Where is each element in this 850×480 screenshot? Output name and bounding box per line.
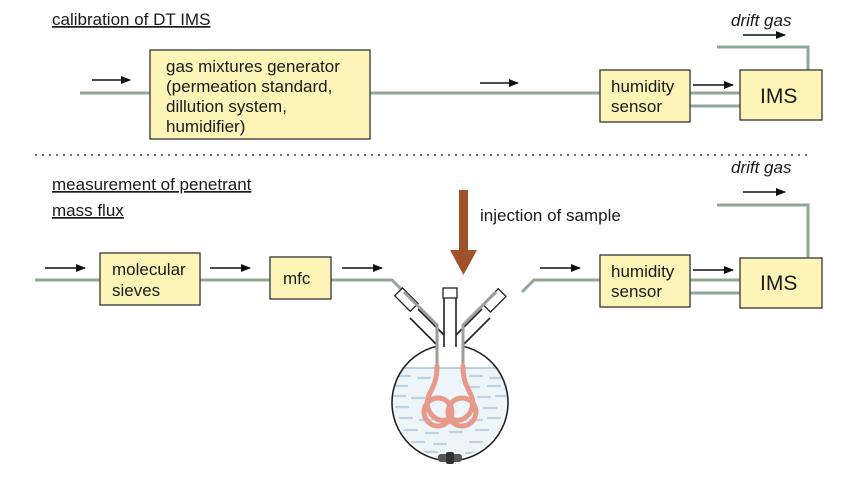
calibration-ims-box: IMS — [739, 69, 823, 121]
stir-bar — [438, 452, 462, 464]
sieves-line-2: sieves — [112, 281, 160, 300]
measurement-humidity-line-2: sensor — [611, 282, 662, 301]
measurement-ims-box: IMS — [739, 257, 823, 309]
generator-line-2: (permeation standard, — [166, 77, 332, 96]
membrane-coil — [421, 363, 479, 429]
calibration-humidity-line-2: sensor — [611, 97, 662, 116]
measurement-title-line-1: measurement of penetrant — [52, 175, 252, 194]
measurement-humidity-line-1: humidity — [611, 262, 675, 281]
calibration-drift-gas-label: drift gas — [731, 11, 792, 30]
calibration-humidity-sensor-box: humidity sensor — [599, 69, 691, 123]
measurement-title-line-2: mass flux — [52, 201, 124, 220]
generator-line-3: dillution system, — [166, 97, 287, 116]
mfc-label: mfc — [283, 269, 311, 288]
measurement-ims-label: IMS — [760, 272, 797, 295]
measurement-arrows — [45, 188, 786, 274]
calibration-title: calibration of DT IMS — [52, 10, 210, 29]
injection-arrow — [450, 190, 477, 275]
mfc-box: mfc — [269, 256, 332, 300]
calibration-ims-label: IMS — [760, 85, 797, 108]
three-neck-flask — [391, 287, 509, 464]
molecular-sieves-box: molecular sieves — [99, 252, 201, 306]
generator-line-1: gas mixtures generator — [166, 57, 340, 76]
gas-mixtures-generator-box: gas mixtures generator (permeation stand… — [149, 49, 371, 140]
measurement-pipes — [35, 203, 810, 295]
measurement-drift-gas-label: drift gas — [731, 158, 792, 177]
generator-line-4: humidifier) — [166, 117, 245, 136]
calibration-pipes — [80, 45, 810, 108]
injection-label: injection of sample — [480, 206, 621, 225]
sieves-line-1: molecular — [112, 260, 186, 279]
measurement-humidity-sensor-box: humidity sensor — [599, 254, 691, 308]
calibration-humidity-line-1: humidity — [611, 77, 675, 96]
calibration-arrows — [92, 31, 786, 89]
